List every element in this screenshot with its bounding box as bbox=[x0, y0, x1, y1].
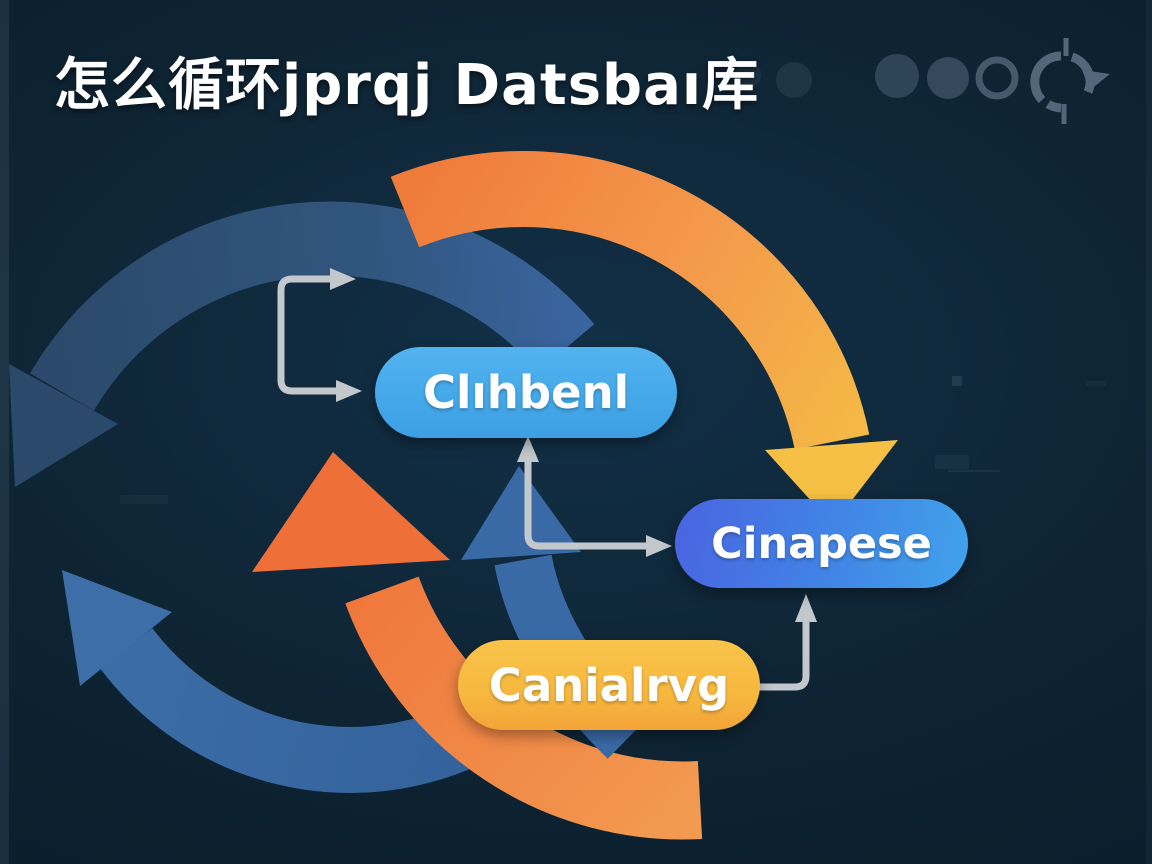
connector-elbow-up-right bbox=[517, 436, 672, 557]
node-pill-clihbenl: Clıhbenl bbox=[375, 347, 677, 438]
bg-speck bbox=[948, 470, 1000, 472]
left-edge-highlight bbox=[0, 0, 9, 864]
node-label: Clıhbenl bbox=[422, 366, 630, 419]
bg-speck bbox=[935, 455, 969, 469]
bg-speck bbox=[1086, 381, 1106, 386]
bg-speck bbox=[120, 495, 168, 504]
connector-bracket-arrows bbox=[277, 268, 362, 402]
header-icon-row bbox=[735, 38, 1110, 124]
node-label: Cinapese bbox=[711, 518, 932, 569]
refresh-cycle-icon bbox=[1030, 38, 1110, 124]
dot-faint-icon bbox=[776, 62, 812, 98]
right-edge-highlight bbox=[1146, 0, 1152, 864]
connector-elbow-canialrvg-cinapese bbox=[754, 594, 817, 691]
node-pill-cinapese: Cinapese bbox=[675, 499, 968, 588]
page-title: 怎么循环jprqj Datsbaı库 bbox=[54, 53, 760, 118]
dot-filled-icon bbox=[875, 54, 919, 98]
dot-filled-icon bbox=[927, 57, 969, 99]
node-label: Canialrvg bbox=[488, 658, 730, 712]
cycle-arc-orange-bottom bbox=[252, 452, 703, 840]
cycle-arc-dark-blue bbox=[9, 201, 595, 487]
node-pill-canialrvg: Canialrvg bbox=[458, 640, 760, 730]
bg-speck bbox=[952, 376, 962, 386]
circle-outline-icon bbox=[975, 56, 1019, 100]
cycle-arc-orange-top bbox=[390, 151, 898, 525]
dot-faint-icon bbox=[735, 62, 761, 88]
